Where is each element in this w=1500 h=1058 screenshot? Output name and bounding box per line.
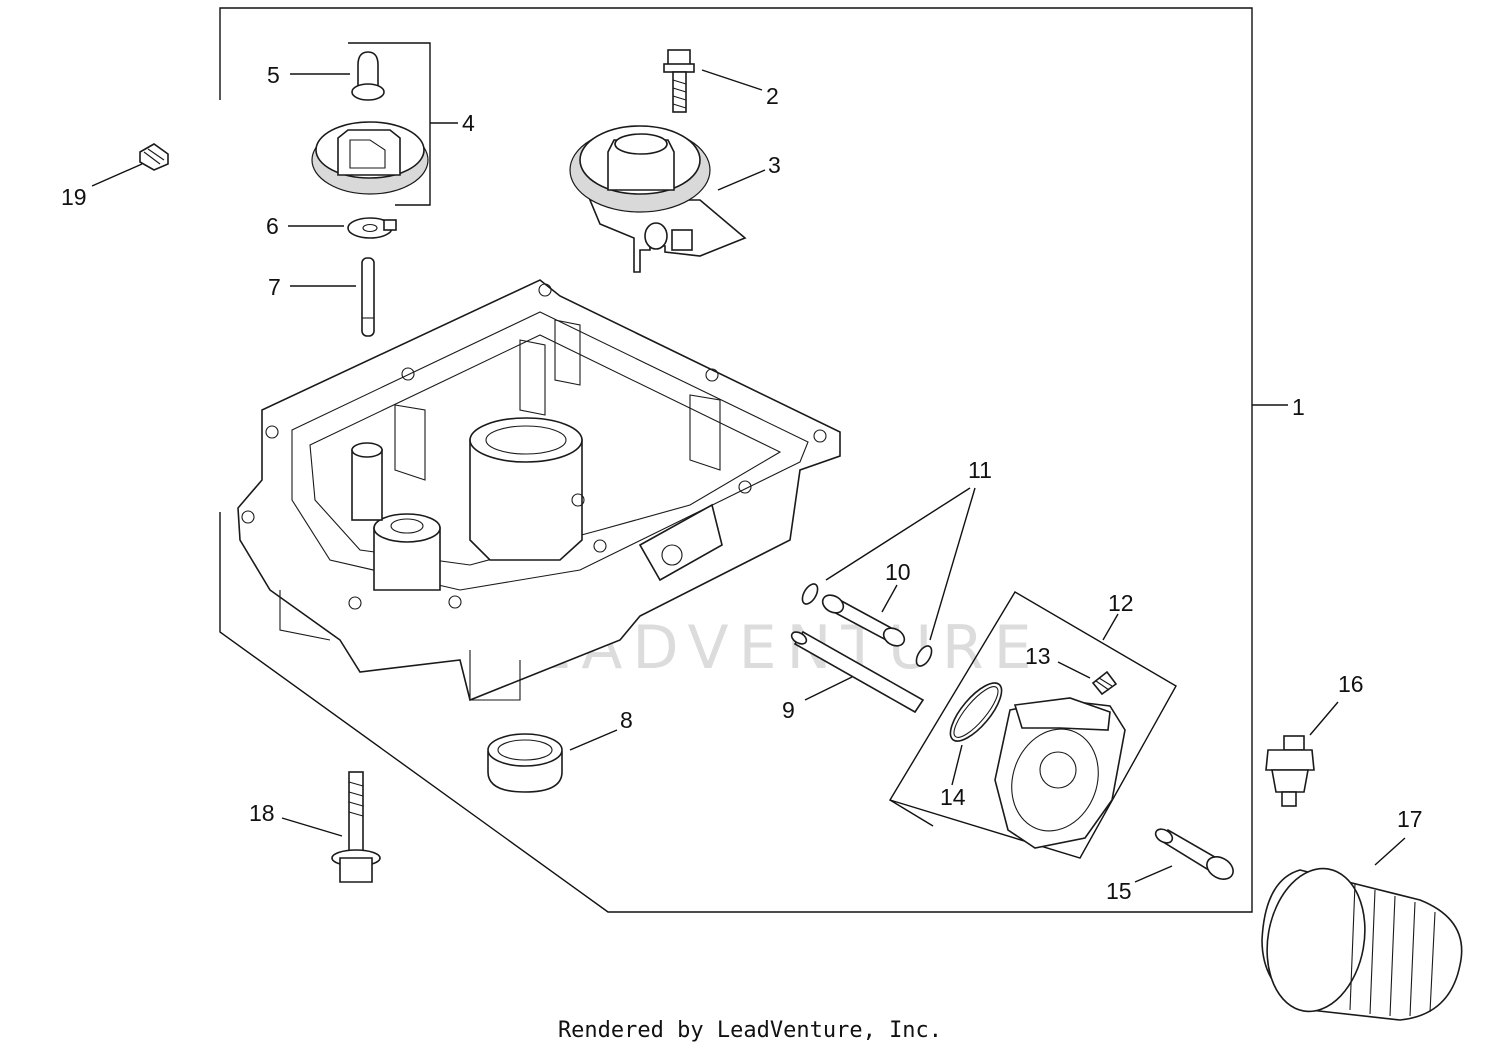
part-3-governor-gear: [569, 125, 747, 273]
leader-18: [281, 817, 343, 837]
callout-8: 8: [620, 707, 633, 733]
oil-pan: [237, 279, 841, 702]
callout-7: 7: [268, 274, 281, 300]
part-8-seal: [487, 733, 563, 793]
callout-19: 19: [61, 184, 87, 210]
part-2-bolt: [663, 49, 695, 113]
callout-16: 16: [1338, 671, 1364, 697]
callout-12: 12: [1108, 590, 1134, 616]
callout-10: 10: [885, 559, 911, 585]
callout-2: 2: [766, 83, 779, 109]
part-14-oring: [949, 682, 1003, 742]
leader-11a: [825, 487, 971, 581]
leader-19: [91, 163, 143, 187]
part-7-pin: [361, 257, 375, 337]
leader-13: [1057, 661, 1091, 679]
leader-8: [569, 729, 618, 751]
assembly-frame: [219, 7, 1253, 913]
part-18-bolt: [331, 771, 381, 883]
leader-14: [951, 744, 963, 786]
footer-credit: Rendered by LeadVenture, Inc.: [557, 1018, 943, 1043]
callout-6: 6: [266, 213, 279, 239]
callout-15: 15: [1106, 878, 1132, 904]
part-17-filter: [1261, 867, 1463, 1021]
part-10-pipe: [821, 594, 906, 647]
part-9-tube: [790, 630, 925, 714]
leader-10: [881, 584, 898, 613]
callout-14: 14: [940, 784, 966, 810]
callout-17: 17: [1397, 806, 1423, 832]
callout-13: 13: [1025, 643, 1051, 669]
part-16-switch: [1265, 735, 1315, 807]
leader-11b: [929, 487, 976, 641]
part-19-plug: [139, 143, 169, 171]
bracket-12: [888, 591, 1177, 859]
part-5-cap: [351, 51, 385, 101]
leader-16: [1309, 701, 1339, 736]
part-6-washer: [347, 217, 397, 239]
part-15-bolt: [1154, 828, 1234, 880]
callout-4: 4: [462, 110, 475, 136]
callout-3: 3: [768, 152, 781, 178]
callout-5: 5: [267, 62, 280, 88]
callout-18: 18: [249, 800, 275, 826]
bracket-12-tail: [889, 799, 934, 827]
leader-15: [1134, 865, 1173, 883]
leader-17: [1374, 837, 1406, 866]
leader-2: [701, 69, 763, 91]
part-4-gear: [311, 121, 429, 195]
leader-3: [717, 169, 766, 191]
part-12-pump-cover: [994, 697, 1126, 849]
part-13-plug: [1091, 670, 1118, 696]
part-11-orings: [801, 583, 933, 667]
leader-9: [804, 676, 853, 701]
leader-12: [1102, 613, 1119, 641]
bracket-4: [348, 42, 431, 206]
callout-1: 1: [1292, 394, 1305, 420]
callout-9: 9: [782, 697, 795, 723]
callout-11: 11: [968, 457, 992, 483]
